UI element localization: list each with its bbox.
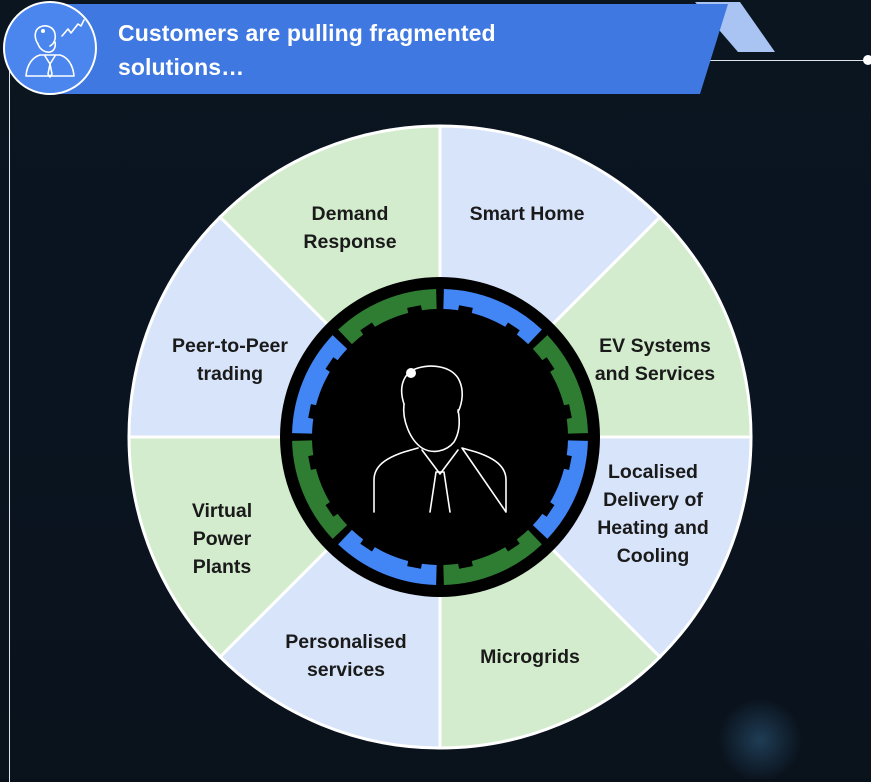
gear-tooth [407, 552, 424, 569]
person-tie [429, 471, 451, 513]
segment-label-line: Localised [608, 461, 698, 483]
gear-tooth [535, 497, 555, 517]
segment-label-microgrids: Microgrids [480, 646, 580, 668]
gear-tooth [308, 404, 325, 421]
gear-tooth [535, 357, 555, 377]
segment-label-line: Delivery of [603, 489, 703, 511]
segment-label-line: Virtual [192, 500, 252, 522]
person-hair [400, 365, 463, 413]
gear-tooth [555, 453, 572, 470]
gear-tooth [360, 532, 380, 552]
segment-label-line: Demand [312, 203, 389, 225]
gear-tooth [456, 305, 473, 322]
person-face [402, 403, 460, 453]
segment-label-line: Response [303, 231, 396, 253]
segment-label-line: Peer-to-Peer [172, 335, 288, 357]
segment-label-line: Plants [193, 556, 252, 578]
segment-label-personalised-services: Personalised services [285, 631, 406, 681]
banner-bar [40, 4, 728, 94]
segment-label-line: Power [193, 528, 252, 550]
gear-tooth [325, 357, 345, 377]
page-title: Customers are pulling fragmented solutio… [118, 20, 496, 80]
segment-label-peer-to-peer: Peer-to-Peer trading [172, 335, 288, 385]
segment-label-line: EV Systems [599, 335, 711, 357]
gear-tooth [500, 532, 520, 552]
person-collar [421, 449, 459, 475]
gear-tooth [325, 497, 345, 517]
person-highlight-dot [406, 368, 416, 378]
segment-label-smart-home: Smart Home [470, 203, 585, 225]
segment-label-line: services [307, 659, 385, 681]
header-banner [3, 1, 775, 95]
segment-label-line: Personalised [285, 631, 406, 653]
segment-label-line: Cooling [617, 545, 690, 567]
person-icon [373, 365, 507, 513]
person-shoulders [373, 447, 507, 513]
segment-label-line: Smart Home [470, 203, 585, 225]
inner-disc [318, 315, 562, 559]
segment-label-line: and Services [595, 363, 715, 385]
frame-corner-dot [863, 55, 871, 65]
segment-label-line: Microgrids [480, 646, 580, 668]
gear-tooth [360, 322, 380, 342]
segment-label-ev-systems: EV Systems and Services [595, 335, 715, 385]
segment-label-line: trading [197, 363, 263, 385]
segment-label-line: Heating and [597, 517, 709, 539]
businessman-growth-icon [3, 1, 97, 95]
gear-tooth [555, 404, 572, 421]
gear-tooth [500, 322, 520, 342]
gear-tooth [308, 453, 325, 470]
gear-tooth [456, 552, 473, 569]
gear-tooth [407, 305, 424, 322]
